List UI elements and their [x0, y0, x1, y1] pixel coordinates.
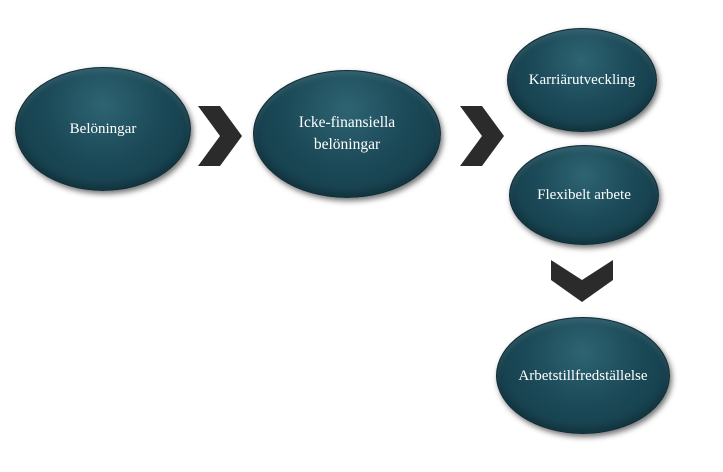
- node-beloningar-label: Belöningar: [69, 121, 137, 137]
- chevron-right-icon: [198, 106, 242, 166]
- chevron-right-icon: [460, 106, 504, 166]
- node-karriarutveckling-label: Karriärutveckling: [528, 72, 636, 88]
- node-karriarutveckling: Karriärutveckling: [507, 28, 657, 132]
- node-icke-finansiella-label: Icke-finansiella belöningar: [298, 114, 396, 153]
- node-arbetstillfredstallelse: Arbetstillfredställelse: [496, 317, 670, 434]
- chevron-down-icon: [551, 260, 613, 302]
- node-arbetstillfredstallelse-label: Arbetstillfredställelse: [518, 367, 648, 384]
- node-beloningar: Belöningar: [15, 67, 191, 191]
- node-flexibelt-arbete: Flexibelt arbete: [509, 145, 659, 245]
- node-flexibelt-arbete-label: Flexibelt arbete: [537, 187, 631, 203]
- node-icke-finansiella-beloningar: Icke-finansiella belöningar: [253, 70, 441, 198]
